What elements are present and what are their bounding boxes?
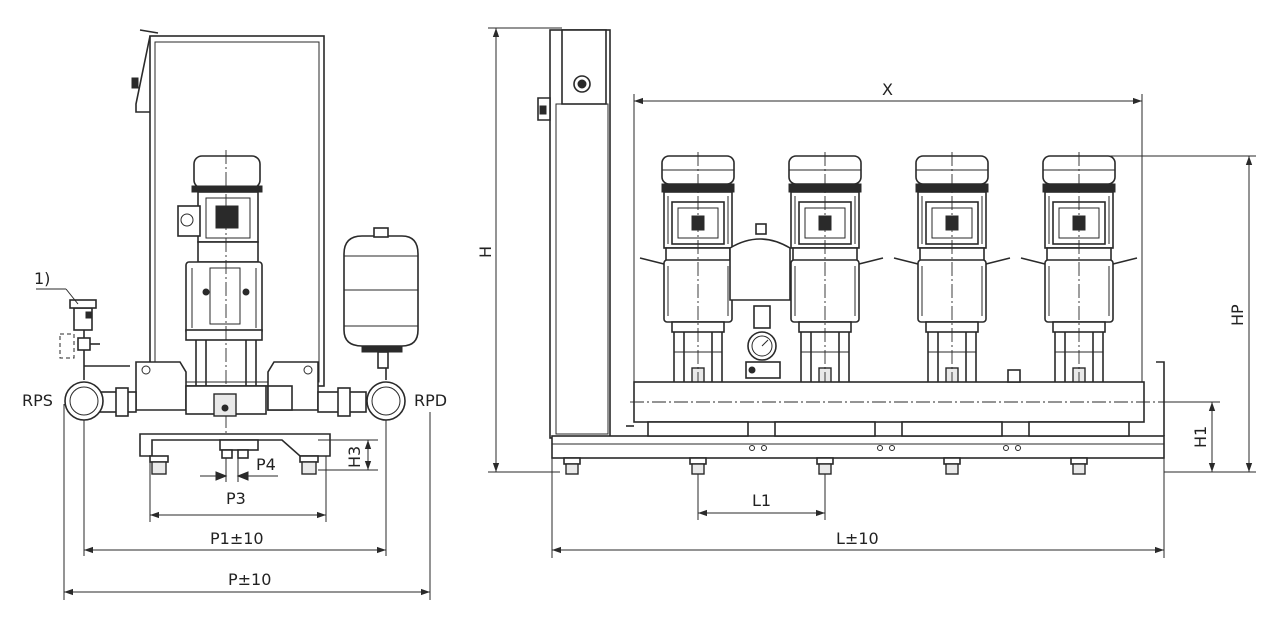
motor-side [193, 155, 261, 189]
rps-label: RPS [22, 391, 53, 410]
p3-label: P3 [226, 489, 246, 508]
pressure-switch [59, 299, 100, 366]
cabinet-door [135, 35, 151, 113]
h1-label: H1 [1191, 426, 1210, 448]
suction-flange [64, 381, 104, 421]
frame-feet [563, 457, 1088, 475]
h3-label: H3 [345, 446, 364, 468]
rpd-label: RPD [414, 391, 447, 410]
pump-body-side [185, 261, 263, 335]
footnote-1-label: 1) [34, 269, 50, 288]
side-view: 1) RPS RPD H3 P4 P3 P1±10 [22, 29, 447, 600]
p4-label: P4 [256, 455, 276, 474]
hp-label: HP [1228, 304, 1247, 326]
p-label: P±10 [228, 570, 271, 589]
x-label: X [882, 80, 893, 99]
p1-label: P1±10 [210, 529, 264, 548]
pressure-gauge [745, 305, 781, 379]
base-frame-front [551, 435, 1165, 459]
discharge-flange [366, 381, 406, 421]
front-view: H X HP H1 L1 L±10 [476, 27, 1256, 558]
collector-frame [135, 361, 187, 411]
front-tank [729, 238, 791, 301]
l1-label: L1 [752, 491, 771, 510]
l-label: L±10 [836, 529, 879, 548]
h-label: H [476, 246, 495, 258]
base-frame-side [139, 433, 331, 457]
diaphragm-tank [343, 227, 419, 369]
